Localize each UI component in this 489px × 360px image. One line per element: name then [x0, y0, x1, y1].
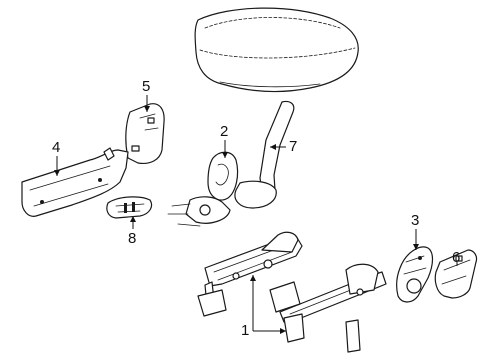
svg-text:1: 1	[241, 322, 249, 339]
callout-6: 6	[452, 249, 460, 266]
seat-cushion	[194, 7, 359, 93]
part-1-seat-track	[197, 231, 387, 353]
svg-text:3: 3	[411, 212, 419, 229]
callout-8: 8	[128, 216, 136, 247]
svg-text:7: 7	[289, 138, 297, 155]
part-8-handle	[106, 196, 153, 219]
callout-5: 5	[142, 78, 150, 112]
svg-text:2: 2	[220, 123, 228, 140]
part-6-cover	[434, 249, 478, 299]
svg-text:6: 6	[452, 249, 460, 266]
svg-text:8: 8	[128, 230, 136, 247]
callout-7: 7	[270, 138, 297, 155]
part-5-shield	[125, 103, 165, 165]
callout-4: 4	[52, 139, 60, 176]
part-7-post	[234, 100, 295, 209]
part-4-trim-panel	[21, 147, 129, 217]
callout-1: 1	[241, 275, 286, 339]
svg-text:4: 4	[52, 139, 60, 156]
part-3-bracket	[396, 246, 434, 303]
callout-3: 3	[411, 212, 419, 250]
part-2-recliner	[167, 151, 239, 227]
callout-2: 2	[220, 123, 228, 158]
svg-text:5: 5	[142, 78, 150, 95]
